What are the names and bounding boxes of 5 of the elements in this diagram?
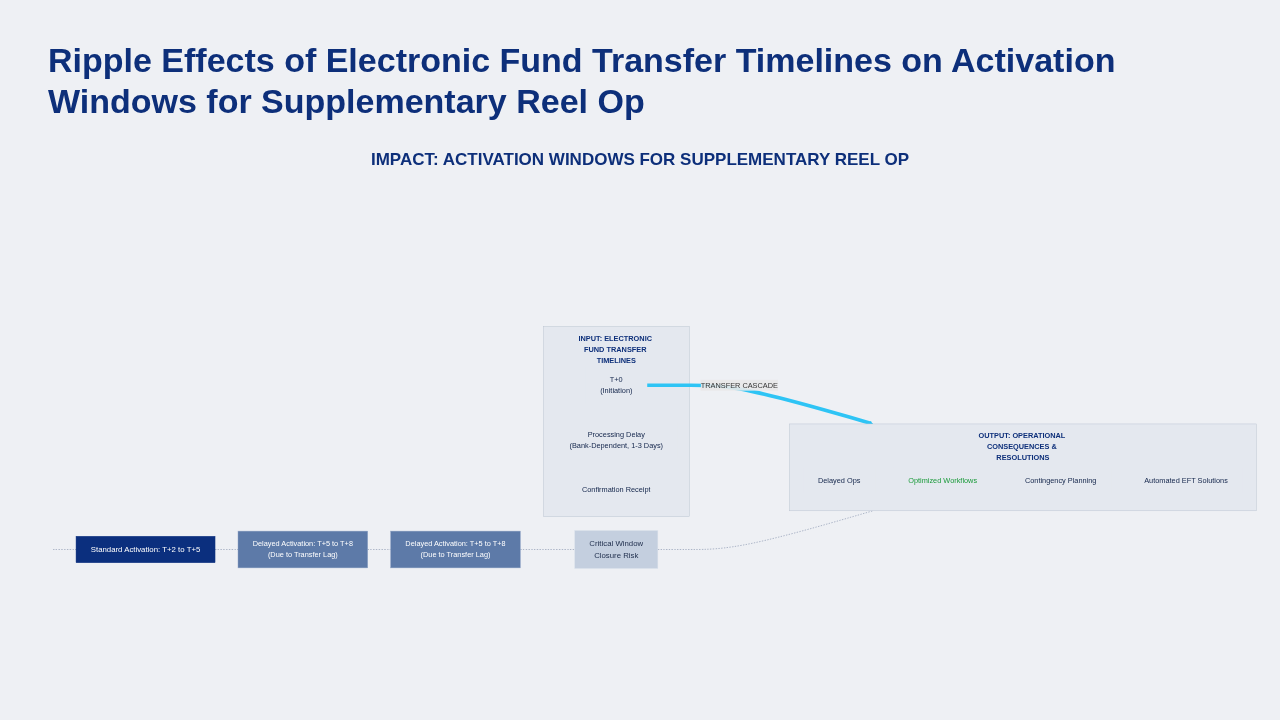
- diagram-title: Ripple Effects of Electronic Fund Transfer Timelines on Activation Windows for Supplementary Reel Op: [48, 40, 1117, 122]
- connector: [214, 549, 239, 550]
- connector: [367, 549, 391, 550]
- connector: [52, 549, 77, 550]
- section-heading: IMPACT: ACTIVATION WINDOWS FOR SUPPLEMENTARY REEL OP: [370, 150, 910, 170]
